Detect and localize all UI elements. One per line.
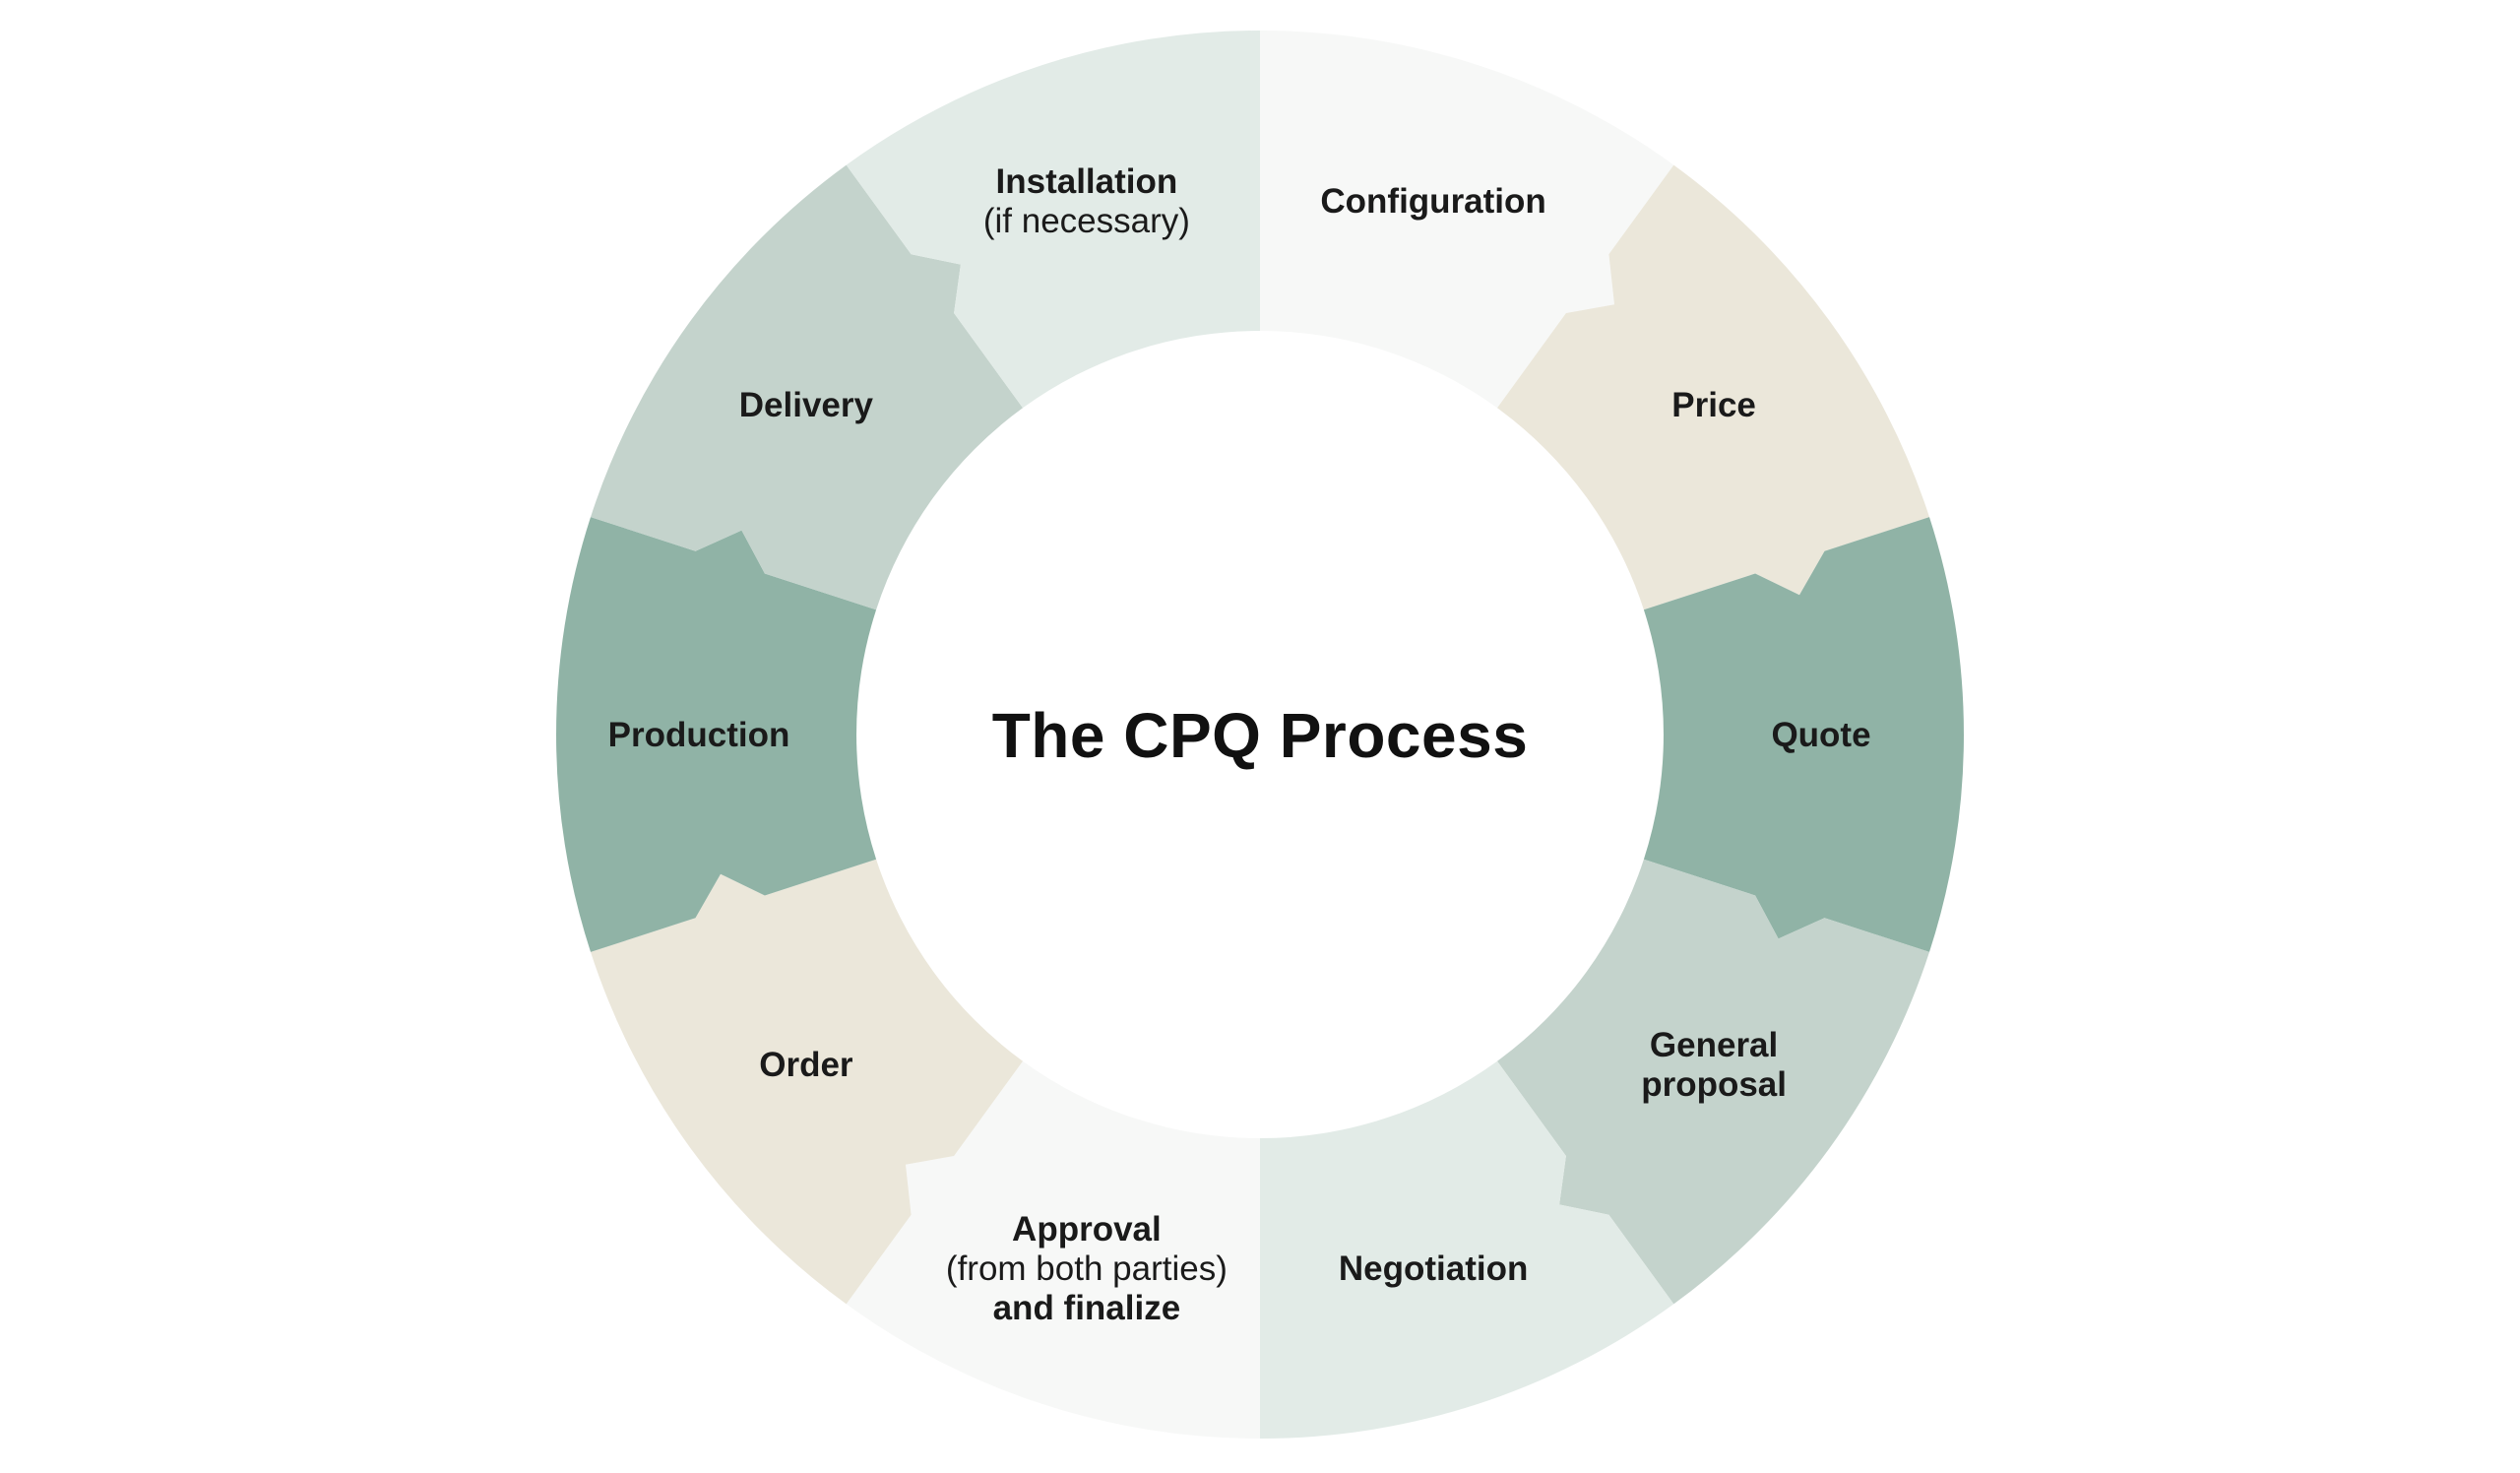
segment-label-approval-from-both-parties-and-finalize-line1: Approval (1012, 1210, 1162, 1249)
segment-negotiation (1260, 1060, 1674, 1439)
segment-general-proposal (1497, 859, 1929, 1305)
segment-label-production: Production (608, 716, 790, 754)
segment-price (1497, 164, 1929, 610)
segment-label-configuration: Configuration (1320, 182, 1545, 221)
segment-label-order: Order (759, 1046, 853, 1084)
ring-segments (556, 31, 1964, 1439)
segment-production (556, 517, 877, 952)
segment-approval-from-both-parties-and-finalize (846, 1060, 1260, 1439)
segment-label-installation-if-necessary-line2: (if necessary) (983, 202, 1190, 240)
diagram-title: The CPQ Process (992, 700, 1529, 771)
segment-label-general-proposal-line1: General (1650, 1026, 1778, 1064)
segment-quote (1643, 517, 1964, 952)
ring-labels: ConfigurationPriceQuoteGeneralproposalNe… (608, 162, 1871, 1327)
segment-label-general-proposal-line2: proposal (1641, 1065, 1787, 1104)
segment-installation-if-necessary (846, 31, 1260, 409)
segment-label-installation-if-necessary-line1: Installation (996, 162, 1178, 201)
segment-label-quote: Quote (1771, 716, 1870, 754)
segment-configuration (1260, 31, 1674, 409)
segment-order (591, 859, 1023, 1305)
segment-label-delivery: Delivery (739, 386, 874, 424)
segment-label-approval-from-both-parties-and-finalize-line3: and finalize (993, 1289, 1181, 1327)
segment-delivery (591, 164, 1023, 610)
segment-label-negotiation: Negotiation (1339, 1249, 1528, 1288)
segment-label-price: Price (1671, 386, 1756, 424)
segment-label-approval-from-both-parties-and-finalize-line2: (from both parties) (946, 1249, 1228, 1288)
